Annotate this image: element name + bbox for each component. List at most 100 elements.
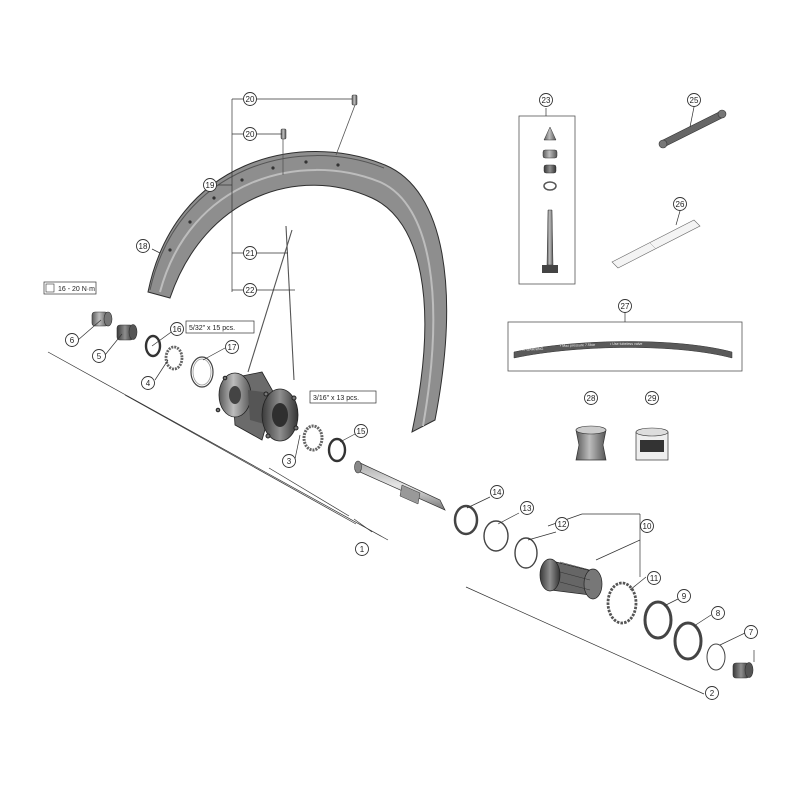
callout-number: 8 (716, 609, 721, 618)
spoke-part (247, 225, 295, 381)
callout-number: 18 (139, 242, 148, 251)
callout-circle (673, 197, 687, 211)
callout-circle (354, 424, 368, 438)
callout-circle (282, 454, 296, 468)
callout-circle (711, 606, 725, 620)
callout-circle (705, 686, 719, 700)
callout-number: 19 (206, 181, 215, 190)
callout-14: 14 (490, 485, 504, 499)
axle-part (354, 460, 446, 511)
left-dust-cap-part (144, 334, 162, 358)
spacer-ring-14-part (453, 504, 479, 536)
callout-10: 10 (640, 519, 654, 533)
spring-ring-12-part (514, 537, 538, 569)
callout-26: 26 (673, 197, 687, 211)
callout-2: 2 (705, 686, 719, 700)
callout-circle (225, 340, 239, 354)
callout-circle (647, 571, 661, 585)
large-bearings-text: 3/16" x 13 pcs. (313, 395, 359, 402)
callout-circle (92, 349, 106, 363)
callout-circle (640, 519, 654, 533)
callout-8: 8 (711, 606, 725, 620)
callout-circle (677, 589, 691, 603)
callout-number: 9 (682, 592, 687, 601)
callout-number: 10 (643, 522, 652, 531)
callout-27: 27 (618, 299, 632, 313)
spoke-wrench-part (658, 109, 727, 149)
callout-number: 4 (146, 379, 151, 388)
small-bearings-note: 5/32" x 15 pcs. (185, 320, 255, 334)
callout-number: 7 (749, 628, 754, 637)
rim-tape-part (611, 219, 701, 269)
callout-number: 14 (493, 488, 502, 497)
callout-circle (645, 391, 659, 405)
callout-number: 20 (246, 130, 255, 139)
callout-28: 28 (584, 391, 598, 405)
grease-jar-part (635, 427, 669, 461)
callout-number: 16 (173, 325, 182, 334)
callout-number: 29 (648, 394, 657, 403)
rim-strip-line2: • Use tubeless valve (610, 342, 642, 346)
callout-19: 19 (203, 178, 217, 192)
callout-9: 9 (677, 589, 691, 603)
callout-circle (141, 376, 155, 390)
freehub-body-part (539, 558, 603, 600)
callout-5: 5 (92, 349, 106, 363)
torque-note: 16 - 20 N·m (43, 281, 97, 295)
callout-number: 27 (621, 302, 630, 311)
large-bearings-note: 3/16" x 13 pcs. (309, 390, 377, 404)
callout-circle (203, 178, 217, 192)
tubeless-valve-set-part (518, 115, 576, 285)
left-seal-ring-part (190, 356, 214, 388)
callout-number: 17 (228, 343, 237, 352)
callout-number: 3 (287, 457, 292, 466)
callout-number: 13 (523, 504, 532, 513)
callout-21: 21 (243, 246, 257, 260)
callout-number: 20 (246, 95, 255, 104)
rim-part (147, 151, 447, 433)
rim-strip-line1: • Max pressure 7.5bar (560, 343, 596, 348)
callout-number: 1 (360, 545, 365, 554)
right-bearing-retainer-part (302, 424, 324, 452)
washer-8-part (673, 621, 703, 661)
callout-number: 6 (70, 336, 75, 345)
left-bearing-retainer-part (164, 345, 184, 371)
seal-ring-13-part (483, 520, 509, 552)
callout-6: 6 (65, 333, 79, 347)
callout-number: 22 (246, 286, 255, 295)
callout-12: 12 (555, 517, 569, 531)
callout-22: 22 (243, 283, 257, 297)
right-dust-cap-part (327, 437, 347, 463)
callout-number: 12 (558, 520, 567, 529)
o-ring-7-part (706, 643, 726, 671)
callout-circle (136, 239, 150, 253)
callout-circle (618, 299, 632, 313)
callout-15: 15 (354, 424, 368, 438)
callout-circle (687, 93, 701, 107)
callout-11: 11 (647, 571, 661, 585)
rim-strip-warning: ⚠ WARNING (522, 347, 544, 352)
callout-29: 29 (645, 391, 659, 405)
right-end-cap-part (732, 662, 754, 679)
hub-shell-part (215, 371, 299, 442)
callout-circle (520, 501, 534, 515)
callout-circle (555, 517, 569, 531)
callout-3: 3 (282, 454, 296, 468)
leader-lines (47, 98, 755, 695)
callout-16: 16 (170, 322, 184, 336)
callout-20b: 20 (243, 127, 257, 141)
callout-13: 13 (520, 501, 534, 515)
callout-number: 11 (650, 574, 659, 583)
nipple-part (280, 94, 358, 175)
callout-number: 2 (710, 689, 715, 698)
callout-circle (243, 92, 257, 106)
callout-number: 25 (690, 96, 699, 105)
callout-number: 5 (97, 352, 102, 361)
callout-circle (539, 93, 553, 107)
callout-number: 28 (587, 394, 596, 403)
washer-9-part (643, 600, 673, 640)
callout-1: 1 (355, 542, 369, 556)
small-bearings-text: 5/32" x 15 pcs. (189, 325, 235, 332)
